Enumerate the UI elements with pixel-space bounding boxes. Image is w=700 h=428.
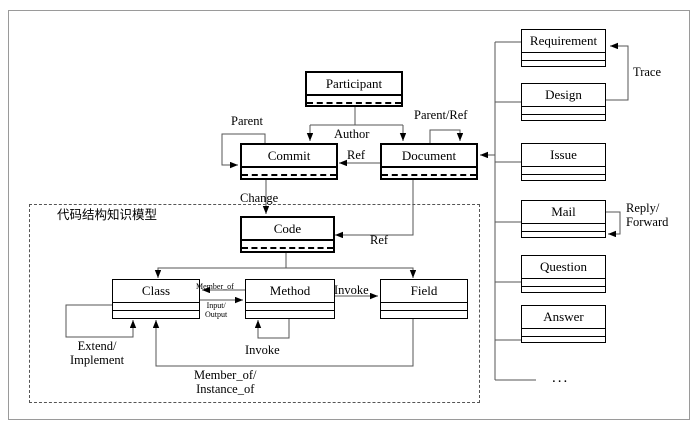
entity-class-ops (113, 311, 199, 318)
artifact-requirement-row2 (522, 61, 605, 68)
relation-label-invoke-method-field: Invoke (334, 283, 369, 297)
entity-method-label: Method (246, 280, 334, 303)
artifact-issue-label: Issue (522, 144, 605, 167)
relation-label-trace: Trace (633, 65, 662, 79)
wire-code-to-field (286, 267, 417, 278)
artifact-requirement-label: Requirement (522, 30, 605, 53)
artifact-design-row2 (522, 115, 605, 122)
wire-extend-implement (65, 304, 137, 338)
artifact-design-label: Design (522, 84, 605, 107)
entity-class-label: Class (113, 280, 199, 303)
entity-class-attrs (113, 303, 199, 311)
artifact-issue-row2 (522, 175, 605, 182)
relation-label-member-of: Member_of (196, 282, 234, 291)
entity-field[interactable]: Field (380, 279, 468, 319)
relation-label-extend-implement: Extend/ Implement (70, 339, 125, 367)
entity-method-attrs (246, 303, 334, 311)
entity-commit-compartment (242, 168, 336, 176)
artifact-question[interactable]: Question (521, 255, 606, 293)
entity-document[interactable]: Document (380, 143, 478, 180)
entity-code-label: Code (242, 218, 333, 241)
artifact-answer-row2 (522, 337, 605, 344)
relation-label-reply-forward: Reply/ Forward (626, 201, 669, 229)
artifact-ellipsis: ... (552, 370, 570, 386)
wire-reply-forward (606, 211, 621, 238)
entity-method-ops (246, 311, 334, 318)
artifact-issue-row1 (522, 167, 605, 175)
artifact-requirement[interactable]: Requirement (521, 29, 606, 67)
relation-label-invoke-method-self: Invoke (245, 343, 280, 357)
artifact-design[interactable]: Design (521, 83, 606, 121)
artifact-issue[interactable]: Issue (521, 143, 606, 181)
artifact-question-label: Question (522, 256, 605, 279)
entity-commit[interactable]: Commit (240, 143, 338, 180)
relation-label-change: Change (240, 191, 279, 205)
relation-label-ref-code-document: Ref (370, 233, 389, 247)
entity-participant[interactable]: Participant (305, 71, 403, 107)
artifact-mail-row1 (522, 224, 605, 232)
entity-document-compartment (382, 168, 476, 176)
artifact-mail-label: Mail (522, 201, 605, 224)
artifact-answer-row1 (522, 329, 605, 337)
artifact-question-row2 (522, 287, 605, 294)
relation-label-member-instance-of: Member_of/ Instance_of (194, 368, 257, 396)
entity-participant-label: Participant (307, 73, 401, 96)
wire-ref-document-code (335, 180, 414, 239)
entity-participant-compartment (307, 96, 401, 104)
relation-label-input-output: Input/ Output (205, 301, 228, 319)
entity-code-compartment (242, 241, 333, 249)
artifact-mail-row2 (522, 232, 605, 239)
code-structure-model-title: 代码结构知识模型 (57, 207, 158, 222)
artifact-answer-label: Answer (522, 306, 605, 329)
wire-parentref-selfloop (429, 129, 464, 143)
relation-label-author: Author (334, 127, 370, 141)
entity-code[interactable]: Code (240, 216, 335, 253)
artifact-question-row1 (522, 279, 605, 287)
wire-code-to-class (154, 252, 287, 278)
code-structure-model-region (29, 204, 480, 403)
entity-field-ops (381, 311, 467, 318)
wire-parent-selfloop (221, 133, 266, 169)
entity-class[interactable]: Class (112, 279, 200, 319)
entity-field-label: Field (381, 280, 467, 303)
entity-commit-label: Commit (242, 145, 336, 168)
wire-member-instance-of (152, 318, 414, 367)
relation-label-parent-ref: Parent/Ref (414, 108, 468, 122)
wire-invoke-method-self (254, 318, 290, 339)
entity-method[interactable]: Method (245, 279, 335, 319)
artifact-requirement-row1 (522, 53, 605, 61)
artifact-answer[interactable]: Answer (521, 305, 606, 343)
entity-field-attrs (381, 303, 467, 311)
entity-document-label: Document (382, 145, 476, 168)
artifact-design-row1 (522, 107, 605, 115)
relation-label-parent: Parent (231, 114, 263, 128)
artifact-mail[interactable]: Mail (521, 200, 606, 238)
wire-trace (606, 42, 629, 101)
relation-label-ref-commit-document: Ref (347, 148, 366, 162)
